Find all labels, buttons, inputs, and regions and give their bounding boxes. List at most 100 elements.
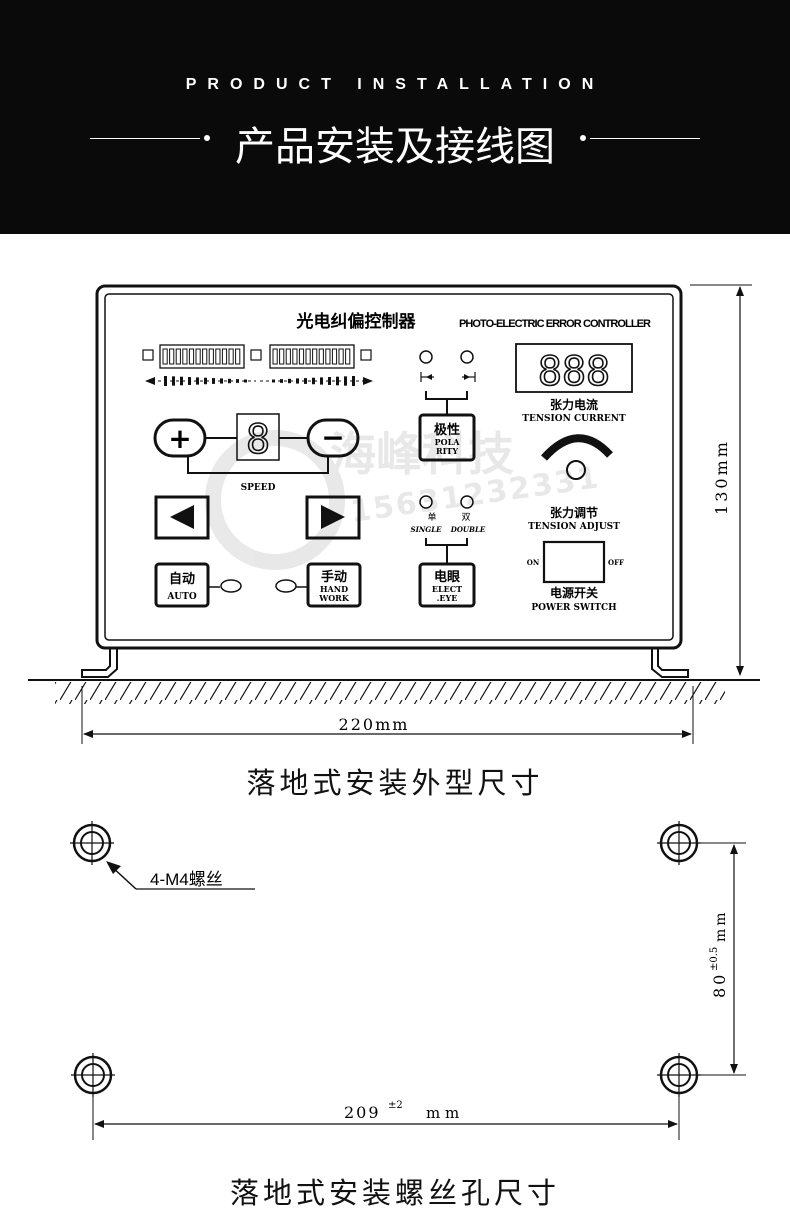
double-label-en: DOUBLE xyxy=(450,525,486,534)
deviation-tick xyxy=(296,378,299,384)
left-button[interactable] xyxy=(154,495,210,540)
hand-label-en-2: WORK xyxy=(318,593,350,603)
auto-label-zh: 自动 xyxy=(169,571,195,587)
screw-hole-top-left xyxy=(70,821,114,865)
polarity-label-en-1: POLA xyxy=(435,437,461,447)
tension-adjust-label-en: TENSION ADJUST xyxy=(528,522,620,532)
led-segment xyxy=(318,348,324,365)
deviation-tick xyxy=(212,378,215,384)
led-segment xyxy=(182,348,188,365)
polarity-button[interactable] xyxy=(418,413,476,462)
deviation-tick xyxy=(320,377,323,385)
hole-horizontal-unit: m m xyxy=(426,1104,459,1122)
speed-minus-button[interactable] xyxy=(306,418,360,458)
led-segment xyxy=(312,348,318,365)
panel-title-en: PHOTO-ELECTRIC ERROR CONTROLLER xyxy=(459,318,651,330)
height-label: 130mm xyxy=(712,439,731,515)
screw-hole-bottom-right xyxy=(657,1053,701,1097)
hole-vertical-unit: mm xyxy=(713,909,729,942)
power-label-zh: 电源开关 xyxy=(550,585,598,600)
hole-horizontal-dimension: 209 ±2 m m xyxy=(92,1097,680,1140)
right-button[interactable] xyxy=(305,495,361,540)
header-banner: PRODUCT INSTALLATION 产品安装及接线图 xyxy=(0,0,790,234)
width-dimension: 220mm xyxy=(81,686,694,744)
header-title-zh: 产品安装及接线图 xyxy=(235,124,555,170)
mounting-feet xyxy=(81,648,689,678)
led-segment xyxy=(235,348,241,365)
deviation-tick xyxy=(272,379,275,383)
deviation-tick xyxy=(244,379,247,383)
hole-vertical-value: 80 xyxy=(710,972,729,998)
power-switch-on: ON xyxy=(527,558,540,567)
double-led xyxy=(460,495,474,509)
hand-button[interactable]: 手动 HAND WORK xyxy=(306,562,362,608)
led-segment xyxy=(169,348,175,365)
auto-indicator-led xyxy=(220,579,242,593)
single-led xyxy=(419,495,433,509)
polarity-label-zh: 极性 xyxy=(434,422,460,438)
deviation-tick xyxy=(304,378,307,384)
caption-hole-dimensions: 落地式安装螺丝孔尺寸 xyxy=(229,1176,560,1210)
deviation-tick xyxy=(336,376,339,386)
height-dimension: 130mm xyxy=(690,284,752,676)
tension-adjust-label-zh: 张力调节 xyxy=(550,505,598,520)
led-segment xyxy=(338,348,344,365)
led-segment xyxy=(202,348,208,365)
led-segment xyxy=(305,348,311,365)
led-segment xyxy=(215,348,221,365)
polarity-led-left xyxy=(419,350,433,364)
deviation-tick xyxy=(204,377,207,385)
power-switch[interactable] xyxy=(542,540,606,584)
tension-scale-arc xyxy=(541,434,613,461)
deviation-tick xyxy=(228,378,231,384)
led-segment xyxy=(272,348,278,365)
deviation-led-bars xyxy=(142,344,373,386)
watermark: 海峰科技 15631232331 xyxy=(205,427,602,570)
tension-current-digits: 888 xyxy=(538,349,610,395)
installation-diagram: 海峰科技 15631232331 光电纠偏控制器 PHOTO-ELECTRIC … xyxy=(28,284,760,1140)
deviation-tick xyxy=(280,379,283,383)
header-divider-right xyxy=(590,138,700,139)
tension-current-label-en: TENSION CURRENT xyxy=(522,414,626,424)
polarity-led-right xyxy=(460,350,474,364)
hand-label-en-1: HAND xyxy=(320,584,348,594)
led-segment xyxy=(345,348,351,365)
power-switch-off: OFF xyxy=(608,558,624,567)
screw-callout: 4-M4螺丝 xyxy=(106,861,255,890)
screw-callout-label: 4-M4螺丝 xyxy=(150,870,223,889)
eye-label-en-1: ELECT xyxy=(432,584,462,594)
hand-indicator-led xyxy=(275,579,297,593)
hole-horizontal-value: 209 xyxy=(344,1103,381,1122)
hole-horizontal-tolerance: ±2 xyxy=(388,1100,403,1111)
deviation-tick xyxy=(352,376,355,386)
panel-title-zh: 光电纠偏控制器 xyxy=(296,311,417,332)
led-segment xyxy=(228,348,234,365)
eye-mode-group: 单 SINGLE 双 DOUBLE 电眼 ELECT .EYE xyxy=(411,495,486,608)
watermark-logo-icon xyxy=(205,430,345,570)
led-segment xyxy=(208,348,214,365)
double-label-zh: 双 xyxy=(461,512,470,523)
controller-front-panel: 光电纠偏控制器 PHOTO-ELECTRIC ERROR CONTROLLER … xyxy=(95,284,683,650)
led-segment xyxy=(325,348,331,365)
header-title-en: PRODUCT INSTALLATION xyxy=(185,76,605,93)
deviation-tick xyxy=(328,377,331,385)
led-segment xyxy=(292,348,298,365)
led-segment xyxy=(298,348,305,365)
caption-outline-dimensions: 落地式安装外型尺寸 xyxy=(246,766,544,800)
hole-vertical-dimension: 80 ±0.5 mm xyxy=(700,842,746,1076)
tension-adjust-knob[interactable] xyxy=(566,460,586,480)
single-label-zh: 单 xyxy=(427,511,436,523)
led-segment xyxy=(285,348,291,365)
tension-current-display xyxy=(515,343,633,393)
tension-current-label-zh: 张力电流 xyxy=(550,397,598,412)
auto-button[interactable]: 自动 AUTO xyxy=(154,562,210,608)
header-dot-right xyxy=(580,135,586,141)
deviation-tick xyxy=(172,376,175,386)
led-segment xyxy=(188,348,195,365)
speed-label: SPEED xyxy=(241,483,276,493)
led-segment xyxy=(162,348,168,365)
polarity-group: 极性 POLA RITY xyxy=(418,350,476,462)
width-label: 220mm xyxy=(339,715,410,734)
header-divider-left xyxy=(90,138,200,139)
eye-button[interactable] xyxy=(418,562,476,608)
